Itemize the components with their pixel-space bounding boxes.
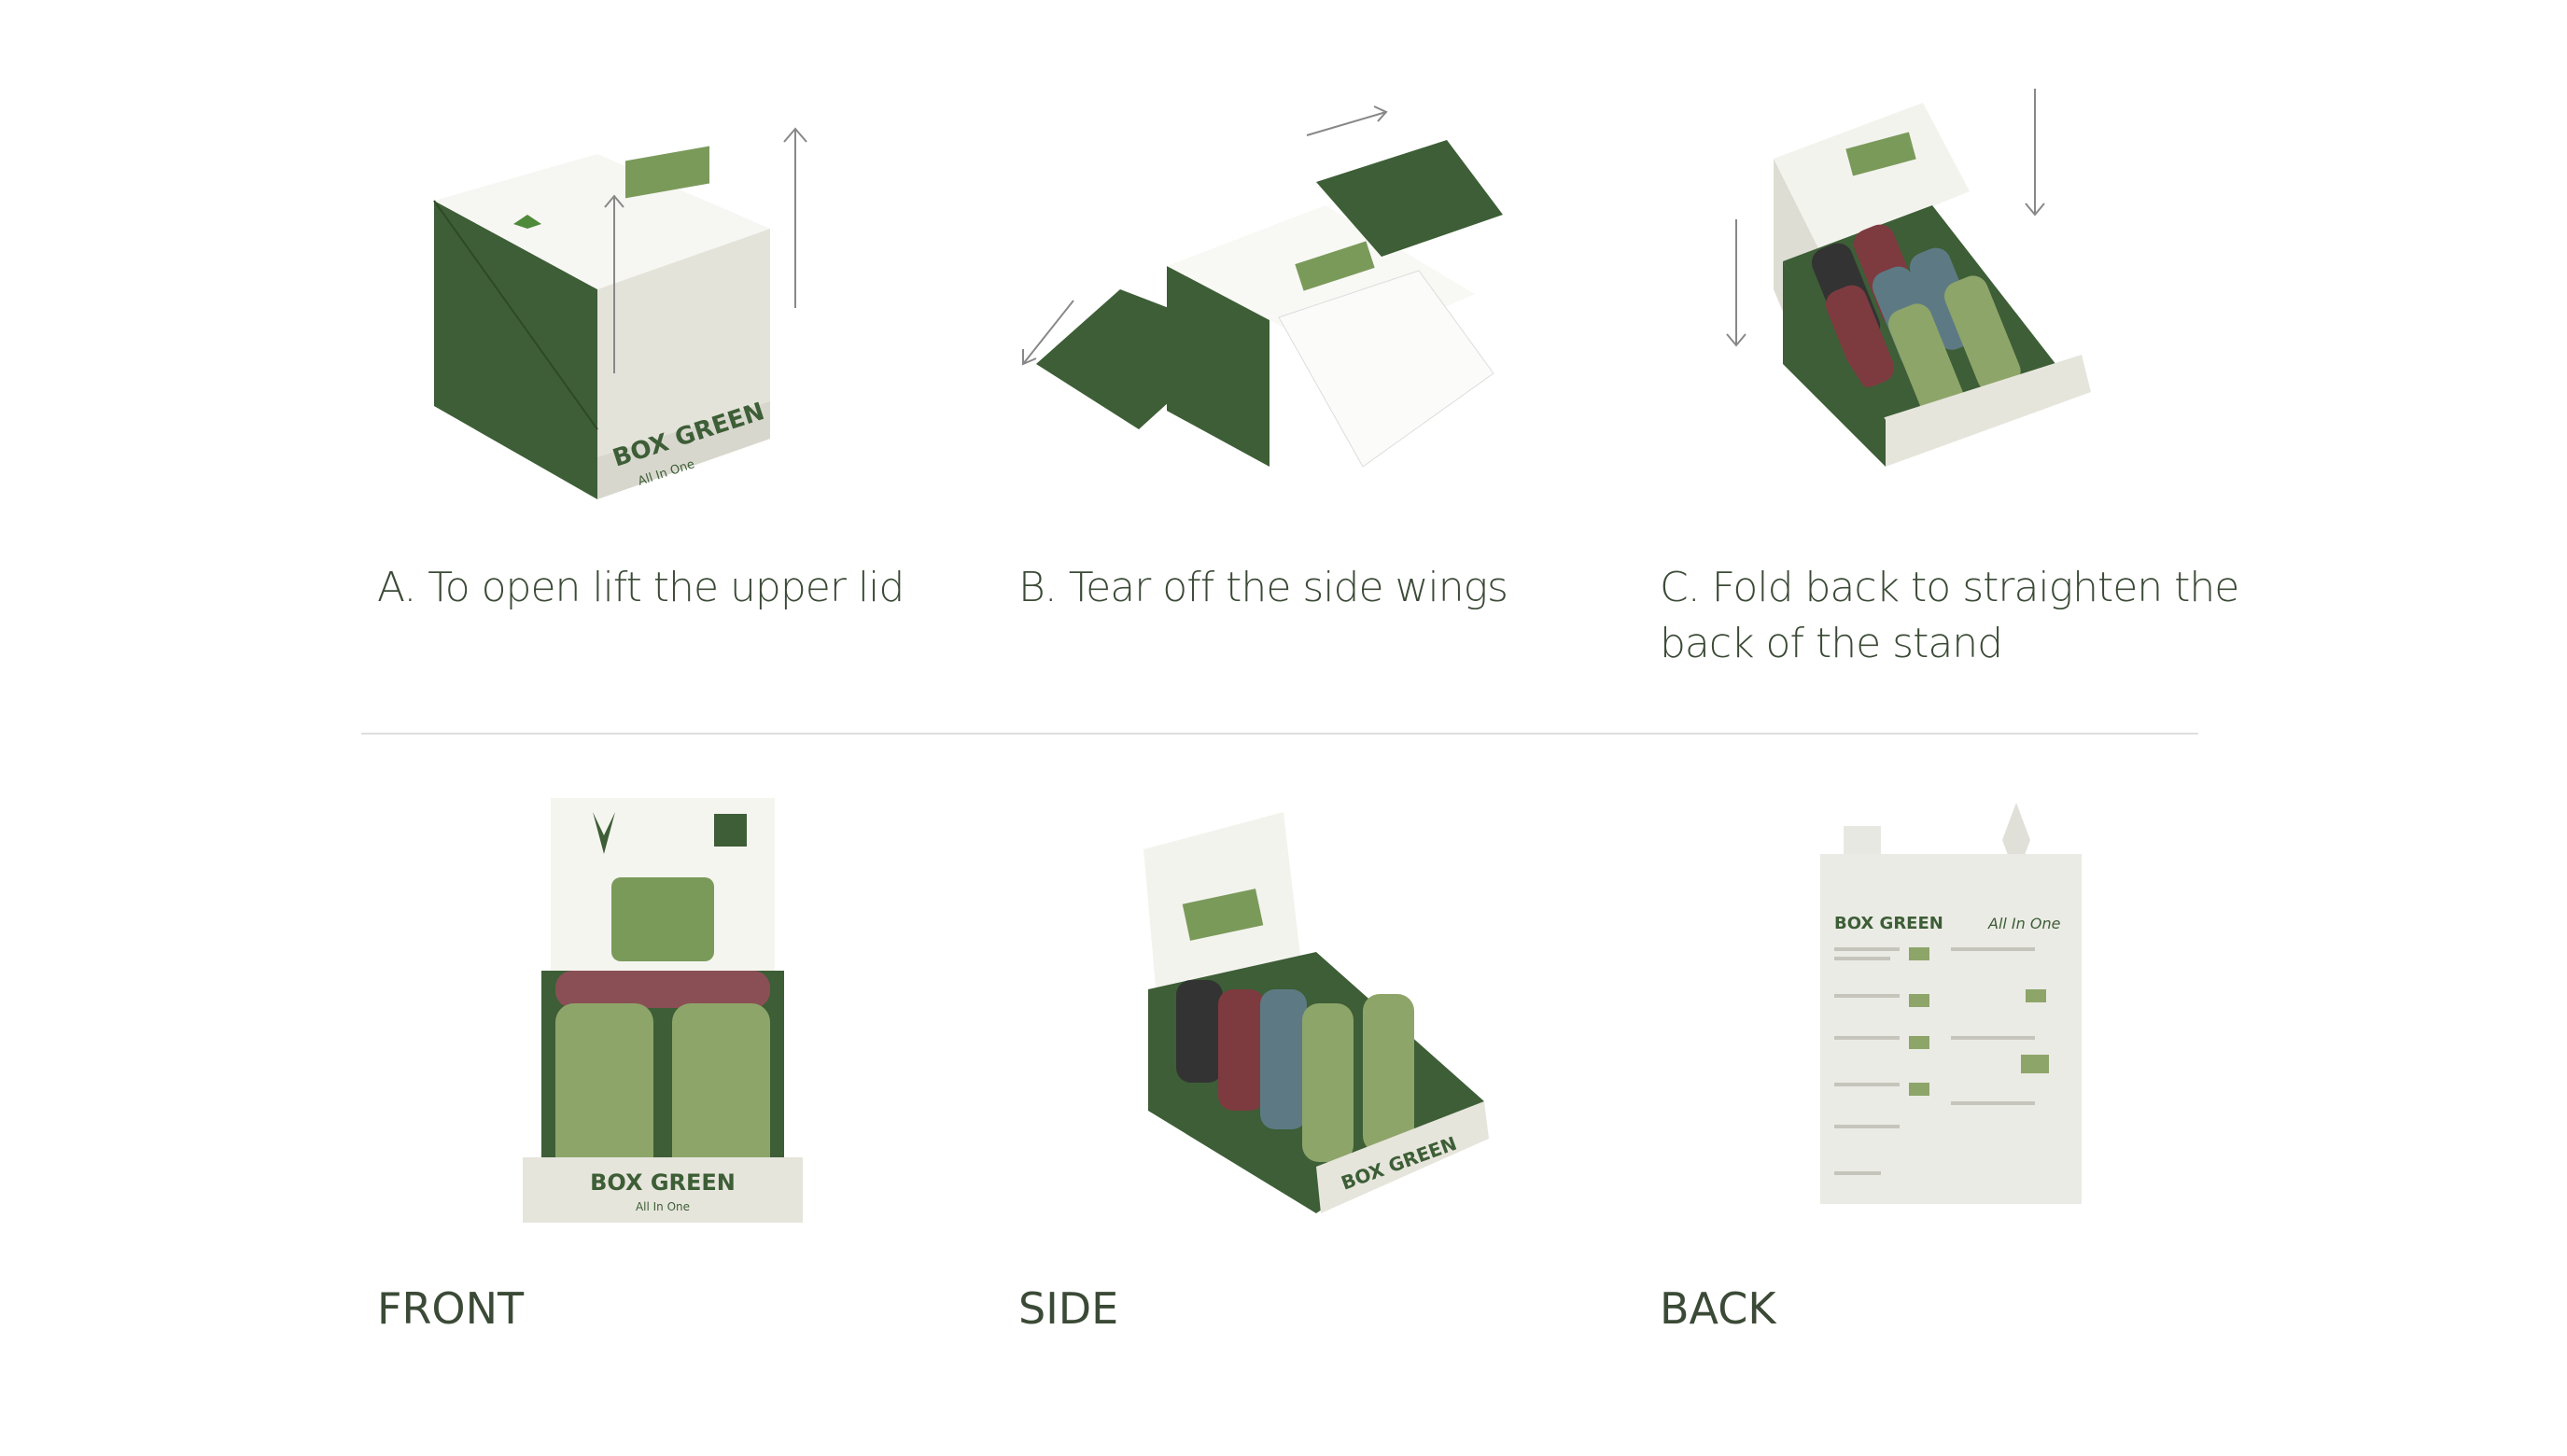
- step-b-illustration: [1008, 93, 1531, 485]
- front-label: FRONT: [377, 1283, 525, 1334]
- svg-text:BOX GREEN: BOX GREEN: [590, 1169, 736, 1196]
- step-c-caption: C. Fold back to straighten the back of t…: [1660, 560, 2239, 672]
- side-view-illustration: BOX GREEN: [1139, 803, 1494, 1241]
- section-divider: [361, 733, 2198, 735]
- step-b-caption: B. Tear off the side wings: [1018, 564, 1508, 611]
- svg-text:All In One: All In One: [636, 1200, 690, 1213]
- back-view-illustration: BOX GREEN All In One: [1811, 803, 2091, 1213]
- leaf-icon: [513, 215, 541, 229]
- up-arrow-icon: [604, 127, 807, 373]
- qr-code-icon: [714, 814, 747, 847]
- step-a-illustration: BOX GREEN All In One: [373, 93, 933, 513]
- side-label: SIDE: [1018, 1283, 1119, 1334]
- leaf-icon: [593, 812, 615, 854]
- svg-text:BOX GREEN: BOX GREEN: [1834, 914, 1943, 933]
- arrow-icon: [1022, 105, 1388, 366]
- back-label: BACK: [1660, 1283, 1776, 1334]
- svg-text:All In One: All In One: [1987, 915, 2061, 932]
- product-cases: [1811, 224, 2021, 420]
- step-c-caption-line2: back of the stand: [1660, 620, 2003, 667]
- step-a-caption: A. To open lift the upper lid: [377, 564, 905, 611]
- step-c-illustration: [1652, 84, 2119, 513]
- step-c-caption-line1: C. Fold back to straighten the: [1660, 564, 2239, 611]
- front-view-illustration: BOX GREEN All In One: [513, 793, 812, 1232]
- down-arrow-icon: [1726, 89, 2045, 347]
